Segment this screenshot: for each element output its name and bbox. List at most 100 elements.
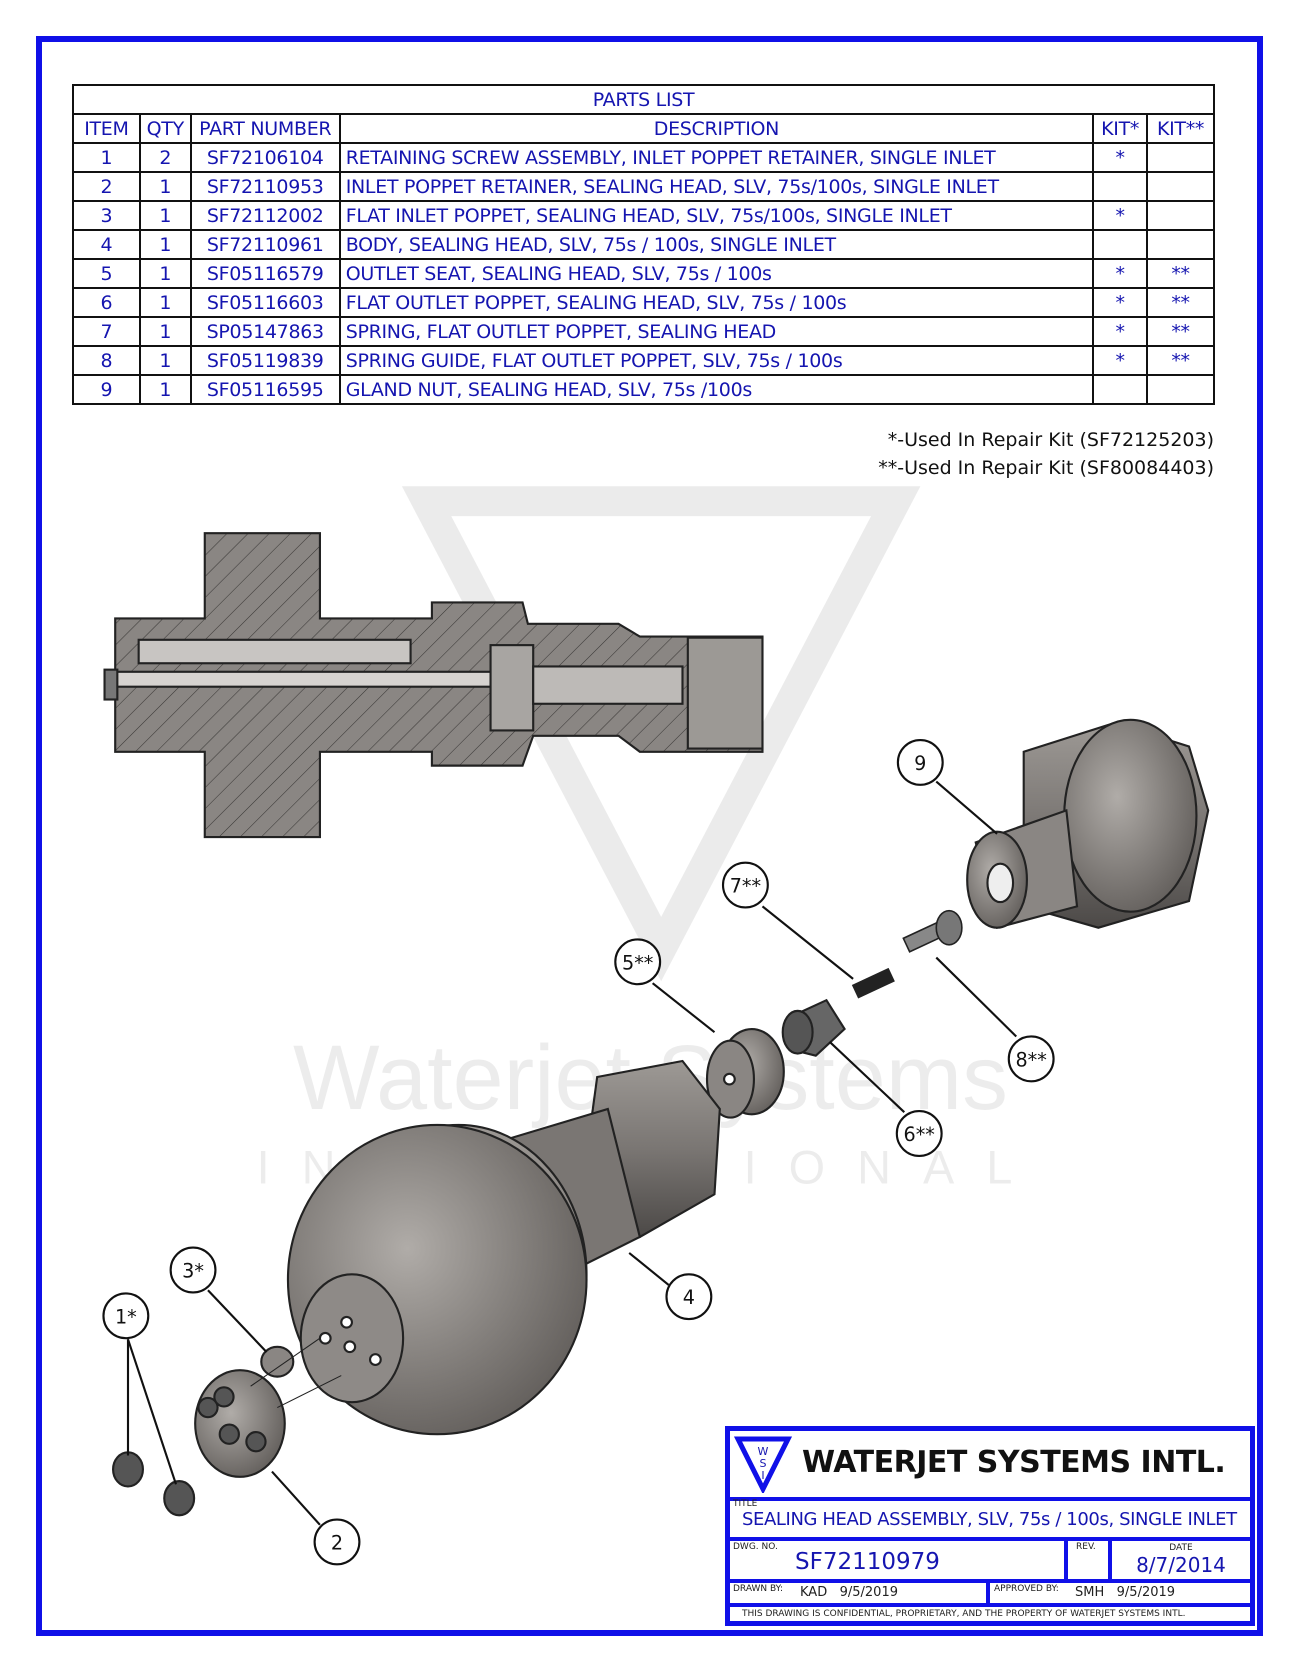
cell-qty: 1 <box>138 258 192 289</box>
header-qty: QTY <box>138 113 192 144</box>
cell-item: 5 <box>72 258 141 289</box>
balloon-4: 4 <box>665 1273 713 1321</box>
approved-by: SMH 9/5/2019 <box>1075 1585 1176 1600</box>
approval-row: DRAWN BY: KAD 9/5/2019 APPROVED BY: SMH … <box>730 1583 1250 1607</box>
cell-qty: 1 <box>138 287 192 318</box>
header-kit2: KIT** <box>1146 113 1215 144</box>
cell-kit2 <box>1146 142 1215 173</box>
svg-text:5**: 5** <box>622 951 654 974</box>
svg-text:6**: 6** <box>904 1123 936 1146</box>
cell-desc: SPRING GUIDE, FLAT OUTLET POPPET, SLV, 7… <box>338 345 1095 376</box>
cell-kit2: ** <box>1146 258 1215 289</box>
cell-qty: 1 <box>138 345 192 376</box>
cell-kit2: ** <box>1146 345 1215 376</box>
svg-text:9: 9 <box>914 752 926 775</box>
cell-part: SF05116579 <box>189 258 341 289</box>
svg-text:1*: 1* <box>115 1305 137 1328</box>
cell-kit2: ** <box>1146 287 1215 318</box>
drawn-by-label: DRAWN BY: <box>733 1584 783 1594</box>
header-kit1: KIT* <box>1092 113 1149 144</box>
header-row: ITEM QTY PART NUMBER DESCRIPTION KIT* KI… <box>72 113 1215 144</box>
cell-kit2 <box>1146 374 1215 405</box>
svg-text:3*: 3* <box>182 1259 204 1282</box>
note-kit1: *-Used In Repair Kit (SF72125203) <box>887 429 1214 451</box>
cell-item: 1 <box>72 142 141 173</box>
cell-qty: 1 <box>138 229 192 260</box>
balloon-1: 1* <box>102 1292 150 1340</box>
cell-desc: SPRING, FLAT OUTLET POPPET, SEALING HEAD <box>338 316 1095 347</box>
dwg-row: DWG. NO. SF72110979 REV. DATE 8/7/2014 <box>730 1541 1250 1583</box>
cell-kit2: ** <box>1146 316 1215 347</box>
drawing-number: SF72110979 <box>795 1549 940 1575</box>
cell-item: 6 <box>72 287 141 318</box>
kit-notes: *-Used In Repair Kit (SF72125203) **-Use… <box>878 426 1214 482</box>
svg-text:I: I <box>761 1469 764 1482</box>
cell-desc: RETAINING SCREW ASSEMBLY, INLET POPPET R… <box>338 142 1095 173</box>
cell-part: SP05147863 <box>189 316 341 347</box>
balloon-3: 3* <box>169 1246 217 1294</box>
cell-qty: 1 <box>138 171 192 202</box>
cell-kit1: * <box>1092 200 1149 231</box>
svg-text:4: 4 <box>683 1286 695 1309</box>
gland-nut <box>966 718 1210 930</box>
cell-kit1: * <box>1092 287 1149 318</box>
note-kit2: **-Used In Repair Kit (SF80084403) <box>878 457 1214 479</box>
cell-kit1: * <box>1092 316 1149 347</box>
sealing-head-body <box>286 1059 721 1436</box>
dwg-label: DWG. NO. <box>733 1542 778 1552</box>
drawing-date: 8/7/2014 <box>1136 1553 1226 1577</box>
balloon-6: 6** <box>895 1110 943 1157</box>
cell-part: SF72112002 <box>189 200 341 231</box>
header-description: DESCRIPTION <box>338 113 1095 144</box>
balloon-7: 7** <box>721 861 769 909</box>
title-row: TITLE SEALING HEAD ASSEMBLY, SLV, 75s / … <box>730 1497 1250 1541</box>
cell-item: 4 <box>72 229 141 260</box>
drawing-title: SEALING HEAD ASSEMBLY, SLV, 75s / 100s, … <box>742 1509 1237 1530</box>
balloon-9: 9 <box>896 738 944 786</box>
cell-item: 7 <box>72 316 141 347</box>
cell-part: SF72110961 <box>189 229 341 260</box>
company-name: WATERJET SYSTEMS INTL. <box>802 1445 1226 1480</box>
svg-text:7**: 7** <box>730 875 762 898</box>
svg-text:2: 2 <box>331 1531 343 1554</box>
cell-item: 3 <box>72 200 141 231</box>
inlet-parts <box>112 1337 342 1517</box>
cell-desc: FLAT INLET POPPET, SEALING HEAD, SLV, 75… <box>338 200 1095 231</box>
cell-qty: 1 <box>138 374 192 405</box>
confidential-notice: THIS DRAWING IS CONFIDENTIAL, PROPRIETAR… <box>742 1609 1186 1619</box>
cell-item: 9 <box>72 374 141 405</box>
company-row: W S I WATERJET SYSTEMS INTL. <box>730 1431 1250 1501</box>
cell-qty: 2 <box>138 142 192 173</box>
cell-kit2 <box>1146 200 1215 231</box>
cell-kit1: * <box>1092 345 1149 376</box>
cell-desc: BODY, SEALING HEAD, SLV, 75s / 100s, SIN… <box>338 229 1095 260</box>
leader-lines <box>126 780 1017 1526</box>
spring-guide <box>902 909 963 953</box>
cell-desc: FLAT OUTLET POPPET, SEALING HEAD, SLV, 7… <box>338 287 1095 318</box>
parts-list-table: PARTS LIST ITEM QTY PART NUMBER DESCRIPT… <box>72 84 1215 405</box>
cell-part: SF05119839 <box>189 345 341 376</box>
title-block: W S I WATERJET SYSTEMS INTL. TITLE SEALI… <box>725 1426 1255 1626</box>
cell-kit2 <box>1146 229 1215 260</box>
cell-part: SF05116595 <box>189 374 341 405</box>
cell-item: 8 <box>72 345 141 376</box>
wsi-logo-icon: W S I <box>734 1436 792 1493</box>
cell-desc: INLET POPPET RETAINER, SEALING HEAD, SLV… <box>338 171 1095 202</box>
cell-kit2 <box>1146 171 1215 202</box>
header-part-number: PART NUMBER <box>189 113 341 144</box>
balloon-2: 2 <box>313 1518 361 1566</box>
title-label: TITLE <box>733 1499 758 1509</box>
section-view <box>103 532 764 839</box>
cell-qty: 1 <box>138 200 192 231</box>
svg-text:W: W <box>758 1445 769 1458</box>
cell-item: 2 <box>72 171 141 202</box>
cell-part: SF72110953 <box>189 171 341 202</box>
